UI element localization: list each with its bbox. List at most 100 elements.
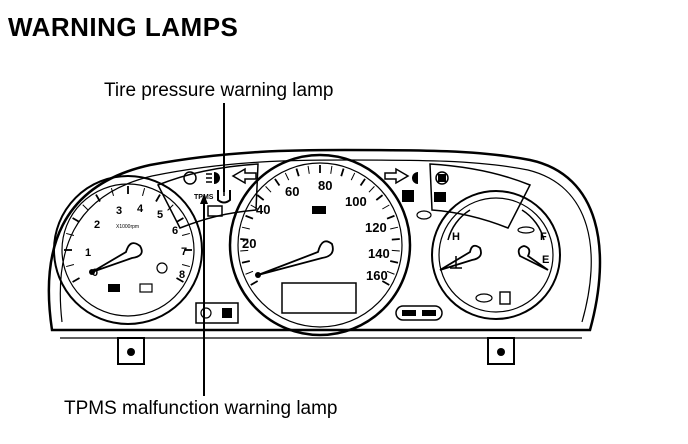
cluster-housing-inner: [59, 159, 592, 323]
speedometer: 20 40 60 80 100 120 140 160: [228, 153, 412, 337]
speedometer-tick: [390, 226, 399, 230]
warning-lamp-panel-left: [156, 163, 259, 229]
turn-signal-left-icon: [231, 167, 257, 185]
low-fuel-icon: [475, 293, 493, 303]
engine-warning-icon: [207, 205, 223, 217]
speed-unit-marker: [312, 206, 326, 214]
fuel-full-label: F: [540, 231, 547, 243]
high-beam-icon: [206, 172, 220, 184]
tach-number-6: 6: [172, 225, 178, 237]
speedometer-tick: [274, 178, 281, 187]
tire-pressure-lamp-callout: Tire pressure warning lamp: [104, 80, 334, 101]
speedometer-needle: [257, 240, 334, 276]
tachometer-tick: [66, 264, 75, 268]
tachometer-needle: [91, 242, 143, 273]
tach-number-3: 3: [116, 205, 122, 217]
temp-high-label: H: [452, 231, 460, 243]
speedometer-tick: [389, 260, 399, 264]
speedometer-tick: [391, 249, 400, 252]
coolant-temp-icon: [450, 256, 462, 269]
speed-number-120: 120: [365, 220, 387, 235]
tachometer-tick: [142, 188, 146, 197]
fog-lamp-icon: [412, 172, 418, 184]
fuel-empty-label: E: [542, 254, 549, 266]
tach-number-4: 4: [137, 203, 144, 215]
speedometer-tick: [359, 178, 366, 187]
tachometer-tick: [72, 277, 80, 283]
speed-number-160: 160: [366, 268, 388, 283]
speedometer-tick: [240, 249, 249, 252]
tach-number-7: 7: [181, 246, 187, 258]
speedometer-tick: [375, 194, 384, 201]
speedometer-tick: [250, 204, 258, 210]
speed-number-20: 20: [242, 236, 256, 251]
tachometer-tick: [176, 217, 184, 223]
temp-fuel-gauge: H F E: [431, 190, 561, 320]
lower-indicator-right: [395, 305, 443, 321]
speedometer-tick: [240, 238, 249, 241]
speedometer-tick: [250, 280, 259, 286]
brake-warning-icon: [183, 171, 197, 185]
speedometer-tick: [245, 214, 254, 220]
tachometer-tick: [181, 264, 190, 268]
speed-number-40: 40: [256, 202, 270, 217]
cruise-icon: [416, 210, 432, 220]
speed-number-140: 140: [368, 246, 390, 261]
fuel-needle: [517, 245, 549, 271]
speed-number-100: 100: [345, 194, 367, 209]
mounting-bracket-left: [117, 337, 145, 365]
speedometer-tick: [381, 280, 390, 286]
speedometer-tick: [330, 165, 333, 174]
speedometer-tick: [245, 270, 254, 275]
speed-number-60: 60: [285, 184, 299, 199]
tachometer-tick: [95, 194, 101, 202]
page-title: WARNING LAMPS: [8, 12, 239, 42]
tachometer-tick: [155, 194, 161, 202]
cluster-housing: [47, 148, 602, 332]
warning-lamp-panel-right: [429, 163, 532, 229]
tachometer-ticks: [64, 186, 192, 283]
speedometer-tick: [241, 226, 250, 230]
turn-signal-right-icon: [384, 167, 410, 185]
headlamp-icon: [434, 192, 446, 202]
odometer-display: [281, 282, 357, 314]
speedometer-tick: [382, 204, 390, 210]
speedometer-tick: [350, 172, 356, 181]
tachometer-tick: [176, 277, 184, 283]
tach-number-0: 0: [92, 267, 98, 279]
speedometer-tick: [307, 165, 310, 174]
tachometer-tick: [167, 204, 174, 211]
oil-pressure-icon: [108, 284, 120, 292]
speed-number-80: 80: [318, 178, 332, 193]
tach-number-5: 5: [157, 209, 163, 221]
speedometer-tick: [386, 214, 395, 220]
tachometer-tick: [72, 217, 80, 223]
speedometer-ticks: [240, 165, 400, 286]
tachometer-tick: [181, 232, 190, 236]
mounting-bracket-right: [487, 337, 515, 365]
speedometer-tick: [256, 194, 265, 201]
tachometer-tick: [66, 232, 75, 236]
speedometer-tick: [284, 172, 290, 181]
door-open-icon: [517, 226, 535, 234]
lower-indicator-left: [195, 302, 239, 324]
tach-number-2: 2: [94, 219, 100, 231]
seatbelt-icon: [435, 171, 449, 185]
tachometer-tick: [82, 204, 89, 211]
tach-unit-label: X1000rpm: [116, 224, 139, 230]
speedometer-tick: [340, 168, 345, 177]
tpms-leader-arrowhead: [200, 194, 208, 204]
tachometer-tick: [110, 188, 114, 197]
speedometer-tick: [386, 270, 395, 275]
tpms-malfunction-lamp-callout: TPMS malfunction warning lamp: [64, 398, 338, 419]
speedometer-tick: [241, 260, 251, 264]
tach-number-8: 8: [179, 269, 185, 281]
speedometer-tick: [391, 238, 400, 241]
fuel-pump-icon: [499, 291, 511, 305]
check-engine-icon: [156, 262, 168, 274]
airbag-icon: [402, 190, 414, 202]
speedometer-tick: [368, 186, 375, 193]
temp-needle: [439, 244, 482, 271]
tach-number-1: 1: [85, 247, 91, 259]
